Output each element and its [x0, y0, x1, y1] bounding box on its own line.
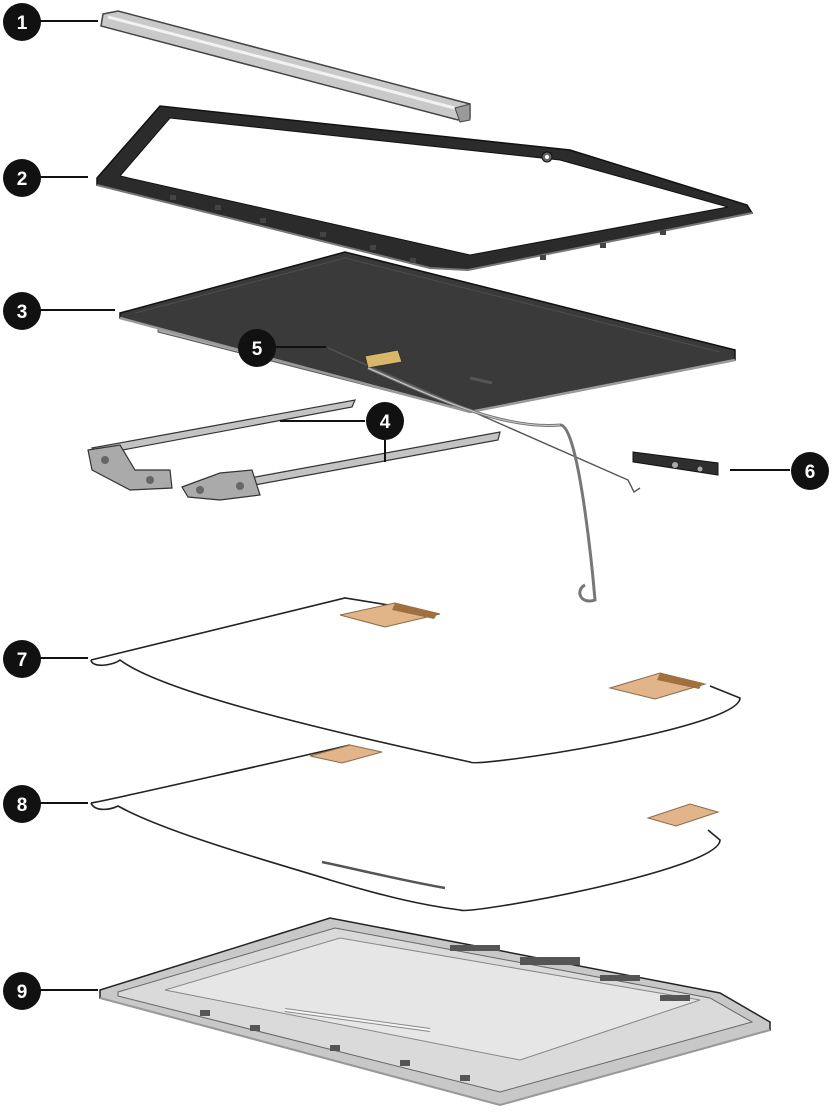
- part-6-camera-module: [632, 451, 719, 476]
- part-7-wlan-antenna: [90, 597, 741, 764]
- callout-2: 2: [3, 159, 41, 197]
- callout-9: 9: [3, 972, 41, 1010]
- part-5-display-cable: [327, 347, 641, 603]
- callout-6: 6: [791, 452, 829, 490]
- part-9-display-back-cover: [99, 917, 771, 1107]
- callout-1-label: 1: [17, 13, 28, 34]
- callout-7-label: 7: [17, 650, 28, 671]
- callout-5-label: 5: [252, 339, 263, 360]
- part-1-hinge-cover: [100, 10, 471, 123]
- callout-9-label: 9: [17, 982, 28, 1003]
- callout-6-label: 6: [805, 462, 816, 483]
- callout-8: 8: [3, 785, 41, 823]
- callout-2-label: 2: [17, 169, 28, 190]
- callout-5: 5: [238, 329, 276, 367]
- part-3-display-panel: [119, 251, 736, 414]
- part-2-display-bezel: [96, 105, 754, 272]
- callout-3-label: 3: [17, 302, 28, 323]
- part-8-wwan-antenna: [90, 744, 721, 912]
- callout-4-label: 4: [380, 412, 391, 433]
- callout-8-label: 8: [17, 795, 28, 816]
- callout-4: 4: [366, 402, 404, 440]
- leader-lines: [40, 20, 790, 991]
- part-4-hinges: [87, 399, 501, 501]
- callout-3: 3: [3, 292, 41, 330]
- callout-1: 1: [3, 3, 41, 41]
- callout-7: 7: [3, 640, 41, 678]
